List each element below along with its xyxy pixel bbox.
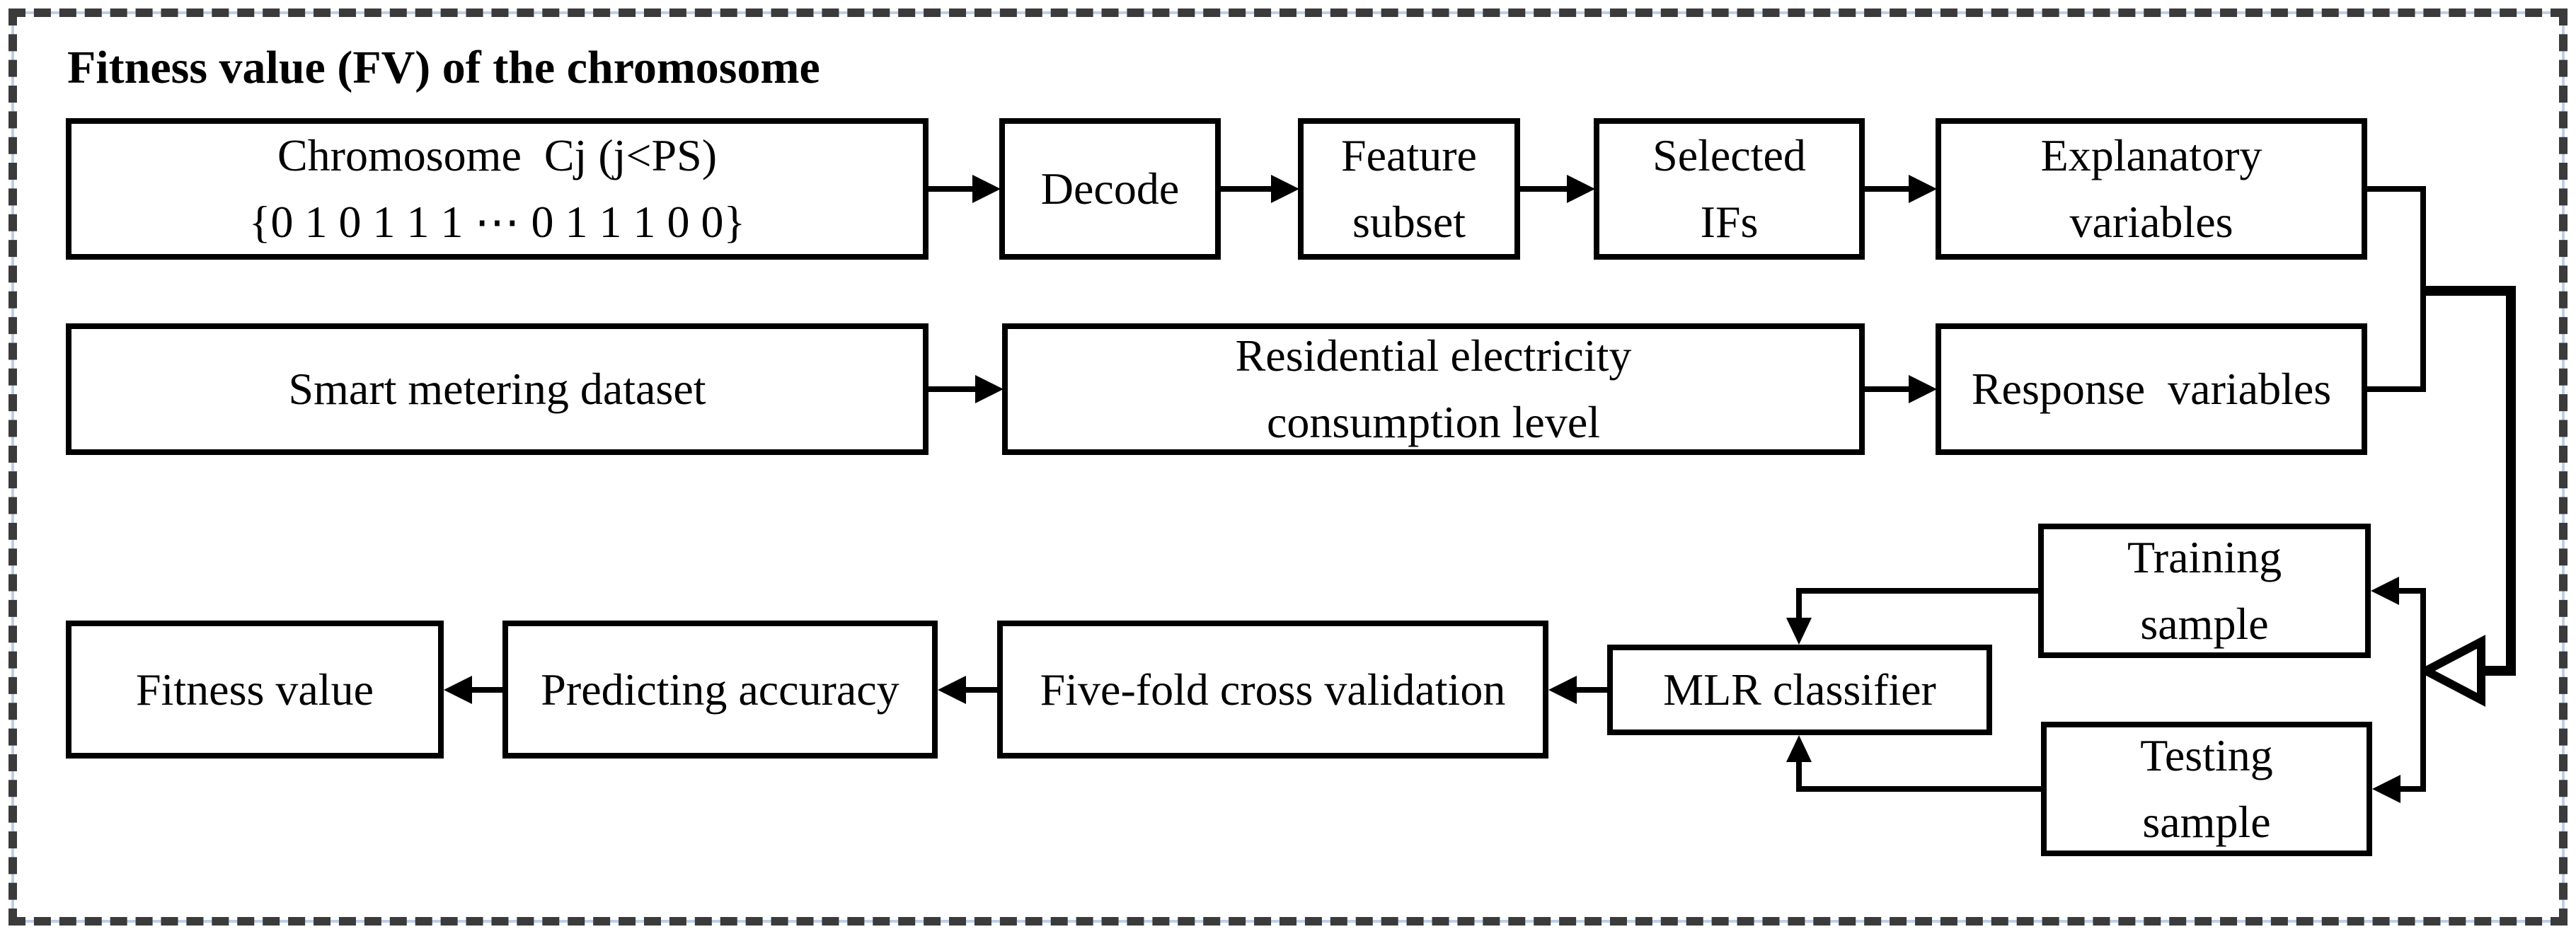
arrow-chromosome-to-decode [928, 186, 974, 192]
node-mlr-classifier-line1: MLR classifier [1663, 664, 1936, 715]
node-residential-consumption-line2: consumption level [1266, 397, 1601, 447]
node-selected-ifs: Selected IFs [1594, 118, 1865, 260]
node-feature-subset: Feature subset [1298, 118, 1520, 260]
arrowhead-selected-ifs-to-explanatory [1909, 175, 1937, 203]
arrowhead-feature-subset-to-selected-ifs [1567, 175, 1595, 203]
arrow-testing-to-mlr-vertical [1796, 761, 1802, 792]
node-residential-consumption: Residential electricity consumption leve… [1002, 323, 1865, 455]
arrowhead-training-to-mlr [1786, 618, 1812, 645]
node-chromosome: Chromosome Cj (j<PS) {0 1 0 1 1 1 ⋯ 0 1 … [66, 118, 928, 260]
connector-thick-into-arrow [2478, 666, 2516, 676]
node-residential-consumption-line1: Residential electricity [1235, 330, 1632, 381]
node-training-sample-line2: sample [2140, 599, 2269, 649]
node-testing-sample-line1: Testing [2140, 730, 2273, 780]
node-five-fold-cv-line1: Five-fold cross validation [1040, 664, 1506, 715]
node-explanatory-variables-line1: Explanatory [2040, 130, 2262, 180]
node-response-variables: Response variables [1936, 323, 2367, 455]
node-smart-metering-dataset-line1: Smart metering dataset [288, 364, 706, 414]
node-smart-metering-dataset: Smart metering dataset [66, 323, 928, 455]
node-explanatory-variables: Explanatory variables [1936, 118, 2367, 260]
node-testing-sample: Testing sample [2041, 722, 2372, 856]
arrowhead-testing-to-mlr [1786, 735, 1812, 762]
node-fitness-value-line1: Fitness value [136, 664, 374, 715]
connector-distribution-vertical [2420, 588, 2426, 792]
arrowhead-split-to-testing [2372, 775, 2400, 803]
arrow-testing-to-mlr-horizontal [1799, 786, 2041, 792]
node-testing-sample-line2: sample [2142, 797, 2271, 847]
connector-response-out [2367, 386, 2426, 392]
node-explanatory-variables-line2: variables [2069, 197, 2233, 247]
node-chromosome-line2: {0 1 0 1 1 1 ⋯ 0 1 1 1 0 0} [248, 197, 746, 247]
node-mlr-classifier: MLR classifier [1607, 645, 1992, 735]
node-chromosome-line1: Chromosome Cj (j<PS) [277, 130, 718, 180]
node-five-fold-cv: Five-fold cross validation [997, 621, 1548, 759]
arrowhead-mlr-to-five-fold [1548, 676, 1577, 704]
node-feature-subset-line2: subset [1352, 197, 1466, 247]
node-selected-ifs-line2: IFs [1700, 197, 1759, 247]
arrowhead-predicting-to-fitness [444, 676, 472, 704]
hollow-arrowhead-sample-split [2420, 635, 2485, 707]
node-feature-subset-line1: Feature [1341, 130, 1477, 180]
node-response-variables-line1: Response variables [1971, 364, 2332, 414]
arrow-split-to-testing [2399, 786, 2426, 792]
arrow-training-to-mlr-horizontal [1799, 588, 2038, 594]
arrow-decode-to-feature-subset [1221, 186, 1272, 192]
connector-explanatory-out [2367, 186, 2426, 192]
figure-title: Fitness value (FV) of the chromosome [67, 42, 820, 93]
arrow-predicting-to-fitness [471, 687, 502, 693]
node-training-sample-line1: Training [2127, 532, 2282, 582]
arrow-selected-ifs-to-explanatory [1865, 186, 1910, 192]
arrowhead-five-fold-to-predicting [938, 676, 966, 704]
arrow-residential-to-response [1865, 386, 1910, 392]
arrow-split-to-training [2398, 588, 2426, 594]
arrow-mlr-to-five-fold [1575, 687, 1607, 693]
node-predicting-accuracy: Predicting accuracy [502, 621, 938, 759]
arrow-feature-subset-to-selected-ifs [1520, 186, 1568, 192]
arrowhead-chromosome-to-decode [972, 175, 1001, 203]
arrowhead-decode-to-feature-subset [1271, 175, 1299, 203]
node-decode: Decode [999, 118, 1221, 260]
arrowhead-smart-metering-to-residential [975, 375, 1004, 403]
arrow-training-to-mlr-vertical [1796, 588, 1802, 621]
node-training-sample: Training sample [2038, 524, 2371, 658]
node-predicting-accuracy-line1: Predicting accuracy [541, 664, 899, 715]
arrow-five-fold-to-predicting [965, 687, 997, 693]
arrowhead-split-to-training [2371, 577, 2399, 605]
arrowhead-residential-to-response [1909, 375, 1937, 403]
node-fitness-value: Fitness value [66, 621, 444, 759]
node-selected-ifs-line1: Selected [1652, 130, 1806, 180]
arrow-smart-metering-to-residential [928, 386, 977, 392]
node-decode-line1: Decode [1040, 163, 1180, 214]
connector-thick-vertical [2506, 286, 2516, 676]
connector-thick-branch-horizontal [2420, 286, 2516, 296]
